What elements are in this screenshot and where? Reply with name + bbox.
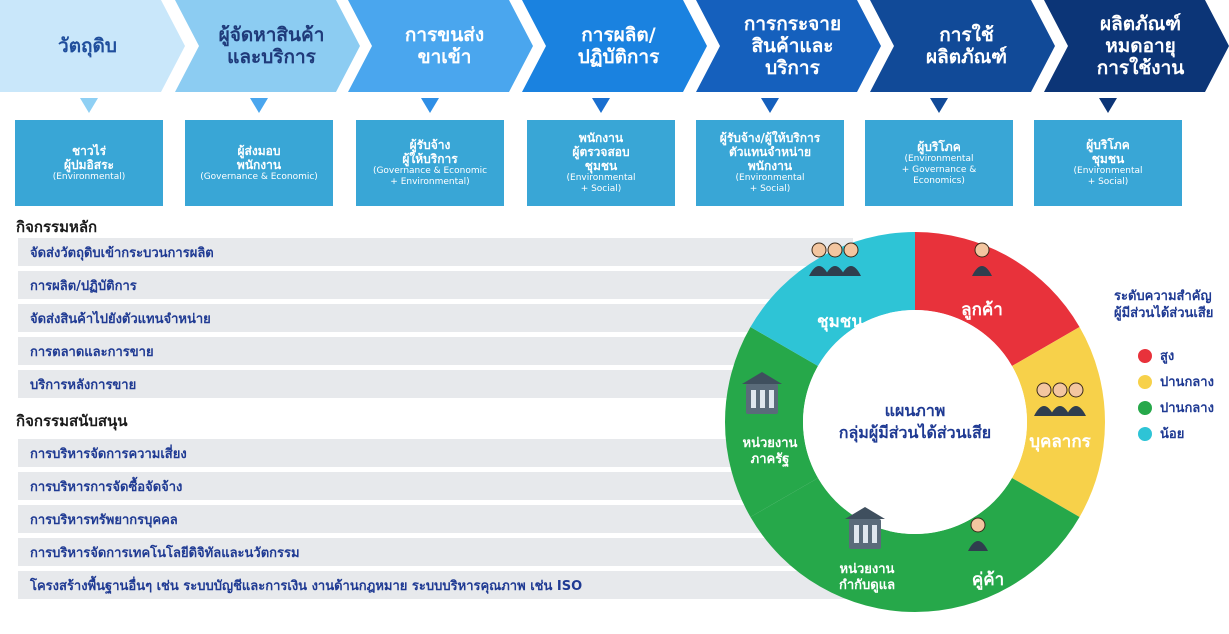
- activity-row: การบริหารจัดการความเสี่ยง: [18, 439, 853, 467]
- donut-segment-label: บุคลากร: [1029, 432, 1091, 452]
- donut-segment: [915, 478, 1080, 612]
- employees-icon: [1034, 382, 1086, 416]
- activity-row: การตลาดและการขาย: [18, 337, 853, 365]
- value-chain-chevron: [175, 0, 360, 92]
- value-chain-chevron: [1044, 0, 1229, 92]
- donut-segment: [1011, 327, 1105, 517]
- activity-row: การผลิต/ปฏิบัติการ: [18, 271, 853, 299]
- legend-dot-icon: [1138, 348, 1152, 363]
- value-chain-step-label: ผู้จัดหาสินค้า และบริการ: [218, 24, 325, 68]
- donut-segment-label: หน่วยงานภาครัฐ: [743, 436, 798, 468]
- stakeholder-names: ผู้รับจ้าง ผู้ให้บริการ: [402, 138, 458, 166]
- value-chain-chevron: [0, 0, 185, 92]
- legend-dot-icon: [1138, 400, 1152, 415]
- donut-segment-label: ลูกค้า: [961, 300, 1003, 321]
- donut-segment-label: คู่ค้า: [972, 570, 1004, 591]
- stakeholder-names: ผู้บริโภค: [917, 139, 961, 154]
- value-chain-step-label: ผลิตภัณฑ์ หมดอายุ การใช้งาน: [1096, 13, 1185, 79]
- legend-title: ระดับความสำคัญ ผู้มีส่วนได้ส่วนเสีย: [1114, 289, 1214, 321]
- stakeholder-box: พนักงาน ผู้ตรวจสอบ ชุมชน(Environmental +…: [527, 120, 675, 206]
- legend-item: น้อย: [1138, 423, 1184, 444]
- activity-row: จัดส่งวัตถุดิบเข้ากระบวนการผลิต: [18, 238, 853, 266]
- stakeholder-box: ผู้รับจ้าง ผู้ให้บริการ(Governance & Eco…: [356, 120, 504, 206]
- activity-label: การตลาดและการขาย: [30, 344, 154, 360]
- stakeholder-box: ผู้รับจ้าง/ผู้ให้บริการ ตัวแทนจำหน่าย พน…: [696, 120, 844, 206]
- stakeholder-category: (Environmental + Social): [1073, 166, 1143, 187]
- legend-label: ปานกลาง: [1160, 401, 1214, 416]
- legend-item: สูง: [1138, 345, 1174, 366]
- value-chain-step-label: การผลิต/ ปฏิบัติการ: [577, 24, 660, 68]
- stakeholder-category: (Environmental + Governance & Economics): [901, 153, 977, 186]
- activity-row: การบริหารทรัพยากรบุคคล: [18, 505, 853, 533]
- down-arrow-icon: [592, 98, 610, 113]
- legend-dot-icon: [1138, 426, 1152, 441]
- stakeholder-names: ชาวไร่ ผู้ปมอิสระ: [64, 143, 114, 172]
- activity-label: การบริหารจัดการเทคโนโลยีดิจิทัลและนวัตกร…: [30, 545, 300, 561]
- value-chain-step-label: การกระจาย สินค้าและ บริการ: [743, 13, 842, 79]
- legend-label: ปานกลาง: [1160, 375, 1214, 390]
- legend-item: ปานกลาง: [1138, 397, 1214, 418]
- down-arrow-icon: [1099, 98, 1117, 113]
- activity-label: การบริหารจัดการความเสี่ยง: [30, 446, 187, 462]
- activity-label: จัดส่งวัตถุดิบเข้ากระบวนการผลิต: [30, 245, 214, 261]
- activity-label: การผลิต/ปฏิบัติการ: [30, 278, 137, 294]
- value-chain-chevron: [348, 0, 533, 92]
- stakeholder-category: (Governance & Economic): [200, 171, 318, 182]
- down-arrow-icon: [80, 98, 98, 113]
- support-activities-heading: กิจกรรมสนับสนุน: [16, 412, 128, 430]
- stakeholder-category: (Governance & Economic + Environmental): [372, 166, 488, 187]
- activity-label: การบริหารการจัดซื้อจัดจ้าง: [30, 479, 183, 495]
- activity-label: การบริหารทรัพยากรบุคคล: [30, 512, 178, 528]
- donut-segment: [725, 327, 819, 517]
- donut-center-title: แผนภาพกลุ่มผู้มีส่วนได้ส่วนเสีย: [839, 401, 991, 444]
- government-icon: [742, 372, 782, 414]
- value-chain-chevron: [522, 0, 707, 92]
- activity-label: บริการหลังการขาย: [30, 377, 137, 393]
- stakeholder-box: ผู้ส่งมอบ พนักงาน(Governance & Economic): [185, 120, 333, 206]
- customer-icon: [972, 242, 992, 276]
- stakeholder-names: พนักงาน ผู้ตรวจสอบ ชุมชน: [572, 131, 630, 173]
- stakeholder-names: ผู้รับจ้าง/ผู้ให้บริการ ตัวแทนจำหน่าย พน…: [719, 131, 821, 173]
- main-activities-heading: กิจกรรมหลัก: [16, 218, 98, 236]
- stakeholder-category: (Environmental + Social): [735, 173, 805, 194]
- down-arrow-icon: [421, 98, 439, 113]
- stakeholder-box: ผู้บริโภค ชุมชน(Environmental + Social): [1034, 120, 1182, 206]
- value-chain-step-label: การใช้ ผลิตภัณฑ์: [925, 24, 1008, 68]
- activity-row: โครงสร้างพื้นฐานอื่นๆ เช่น ระบบบัญชีและก…: [18, 571, 853, 599]
- community-icon: [809, 242, 861, 276]
- legend-dot-icon: [1138, 374, 1152, 389]
- donut-segment-label: หน่วยงานกำกับดูแล: [839, 562, 895, 593]
- legend-label: น้อย: [1160, 427, 1185, 442]
- stakeholder-category: (Environmental): [52, 171, 126, 182]
- value-chain-step-label: การขนส่ง ขาเข้า: [404, 24, 485, 68]
- activity-row: การบริหารการจัดซื้อจัดจ้าง: [18, 472, 853, 500]
- activity-row: การบริหารจัดการเทคโนโลยีดิจิทัลและนวัตกร…: [18, 538, 853, 566]
- donut-segment-label: ชุมชน: [817, 312, 863, 332]
- donut-segment: [750, 232, 915, 366]
- stakeholder-box: ชาวไร่ ผู้ปมอิสระ(Environmental): [15, 120, 163, 206]
- activity-label: โครงสร้างพื้นฐานอื่นๆ เช่น ระบบบัญชีและก…: [30, 578, 583, 594]
- regulator-building-icon: [845, 507, 885, 549]
- value-chain-chevrons: [0, 0, 1229, 92]
- donut-segment: [750, 478, 915, 612]
- legend-item: ปานกลาง: [1138, 371, 1214, 392]
- down-arrow-icon: [250, 98, 268, 113]
- business-partner-icon: [968, 517, 988, 551]
- down-arrow-icon: [761, 98, 779, 113]
- donut-hole: [803, 310, 1027, 534]
- activity-row: จัดส่งสินค้าไปยังตัวแทนจำหน่าย: [18, 304, 853, 332]
- value-chain-step-label: วัตถุดิบ: [58, 35, 117, 57]
- donut-segment: [915, 232, 1080, 366]
- down-arrow-icon: [930, 98, 948, 113]
- activity-row: บริการหลังการขาย: [18, 370, 853, 398]
- value-chain-chevron: [870, 0, 1055, 92]
- activity-label: จัดส่งสินค้าไปยังตัวแทนจำหน่าย: [30, 311, 211, 327]
- legend-label: สูง: [1160, 349, 1175, 364]
- stakeholder-box: ผู้บริโภค(Environmental + Governance & E…: [865, 120, 1013, 206]
- stakeholder-names: ผู้ส่งมอบ พนักงาน: [236, 143, 282, 172]
- value-chain-chevron: [696, 0, 881, 92]
- stakeholder-names: ผู้บริโภค ชุมชน: [1086, 138, 1130, 166]
- stakeholder-category: (Environmental + Social): [566, 173, 636, 194]
